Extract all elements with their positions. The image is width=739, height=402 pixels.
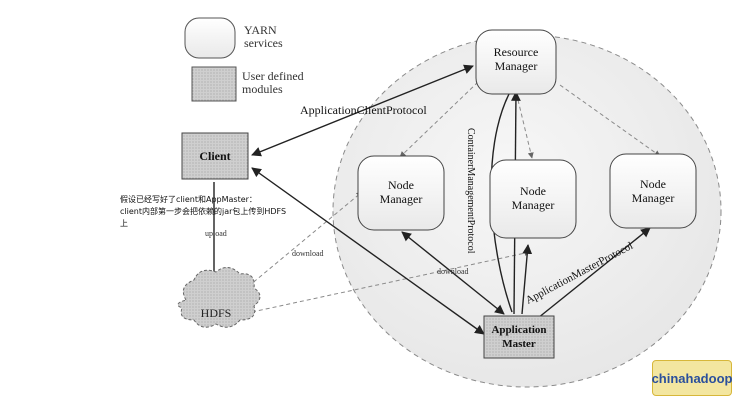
client-label: Client: [199, 149, 230, 163]
container-mgmt-protocol-label: ContainerManagementProtocol: [465, 128, 476, 254]
download-left-label: download: [292, 249, 324, 258]
am-nm3-protocol-link: [537, 227, 651, 319]
upload-label: upload: [205, 229, 227, 238]
legend-user-defined-box: [191, 66, 237, 102]
app-client-protocol-label: ApplicationClientProtocol: [300, 103, 427, 117]
node-hdfs[interactable]: HDFS: [177, 267, 261, 328]
download-right-label: download: [437, 267, 469, 276]
legend-yarn-service-box: [184, 17, 236, 59]
am-nm1-link: [401, 231, 505, 315]
rm-to-nm2-link: [517, 99, 534, 159]
node-client[interactable]: Client: [181, 132, 249, 180]
hdfs-label: HDFS: [201, 306, 232, 320]
am-nm2-link: [521, 244, 533, 315]
watermark-logo: chinahadoop: [652, 360, 732, 396]
annotation-note: 假设已经写好了client和AppMaster：client内部第一步会把依赖的…: [120, 194, 286, 228]
client-rm-protocol-link: [251, 64, 474, 157]
